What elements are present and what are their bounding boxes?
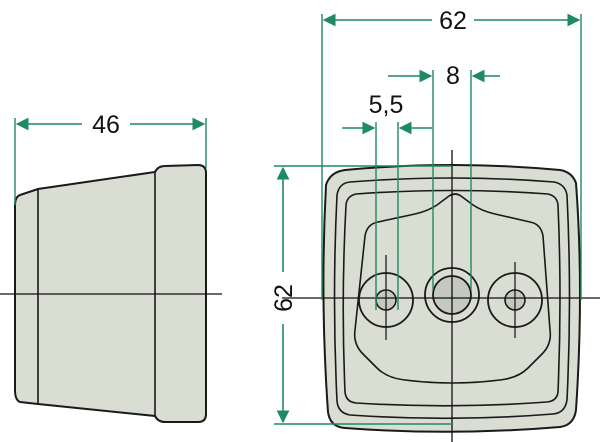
front-view: 62 62 8 5,5 [270,7,600,442]
dim-8-label: 8 [446,62,460,90]
front-ring-3 [342,189,561,407]
side-view: 46 [0,111,222,423]
dim-5-5-label: 5,5 [369,91,404,119]
dim-46-label: 46 [92,111,120,139]
dim-62-height-label: 62 [270,284,298,312]
dim-62-width-label: 62 [439,7,467,35]
front-ring-2 [333,177,571,420]
